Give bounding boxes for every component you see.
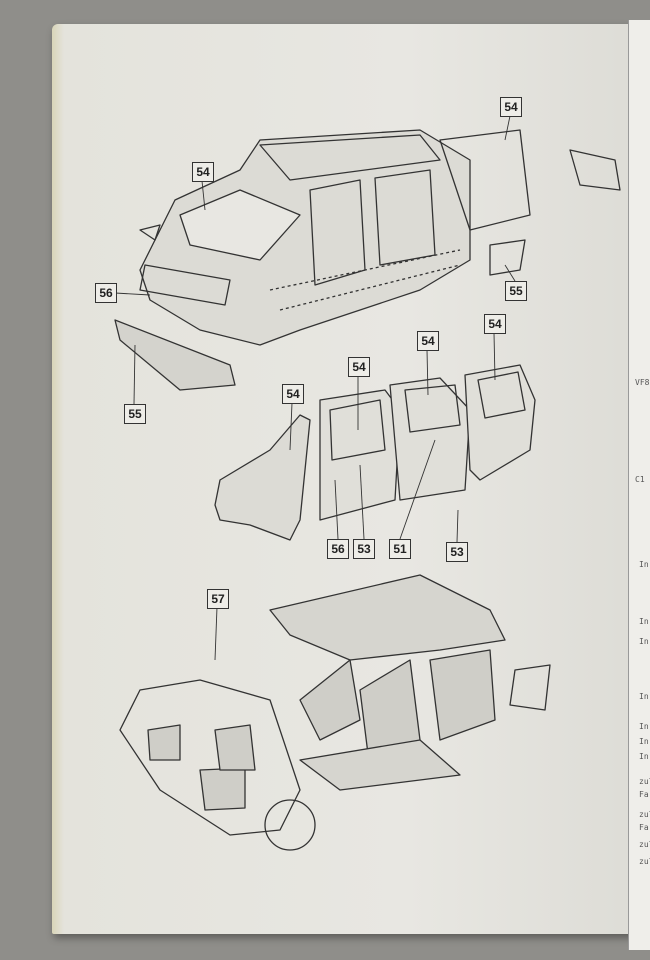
- next-page-edge: VF8 C1 In In In In In In In zul Fa zul F…: [628, 20, 650, 950]
- callout-label: 56: [327, 539, 349, 559]
- interior-parts: [119, 574, 551, 851]
- fragment: Fa: [639, 790, 649, 799]
- callout-label: 54: [417, 331, 439, 351]
- body-shell: [114, 129, 621, 391]
- leader-lines: [114, 115, 516, 661]
- callout-label: 55: [505, 281, 527, 301]
- callout-label: 53: [446, 542, 468, 562]
- callout-label: 54: [192, 162, 214, 182]
- fragment: In: [639, 617, 649, 626]
- callout-label: 57: [207, 589, 229, 609]
- callout-label: 56: [95, 283, 117, 303]
- fragment: In: [639, 722, 649, 731]
- fragment: zul: [639, 857, 650, 866]
- fragment: In: [639, 737, 649, 746]
- callout-label: 54: [282, 384, 304, 404]
- fragment: In: [639, 560, 649, 569]
- fragment: C1: [635, 475, 645, 484]
- fragment: In: [639, 637, 649, 646]
- callout-label: 54: [500, 97, 522, 117]
- fragment: In: [639, 752, 649, 761]
- fragment: Fa: [639, 823, 649, 832]
- callout-label: 51: [389, 539, 411, 559]
- fragment: zul: [639, 810, 650, 819]
- callout-label: 55: [124, 404, 146, 424]
- fragment: VF8: [635, 378, 650, 387]
- fragment: zul: [639, 777, 650, 786]
- callout-label: 54: [484, 314, 506, 334]
- callout-label: 53: [353, 539, 375, 559]
- fragment: zul: [639, 840, 650, 849]
- doors: [214, 364, 536, 541]
- callout-label: 54: [348, 357, 370, 377]
- fragment: In: [639, 692, 649, 701]
